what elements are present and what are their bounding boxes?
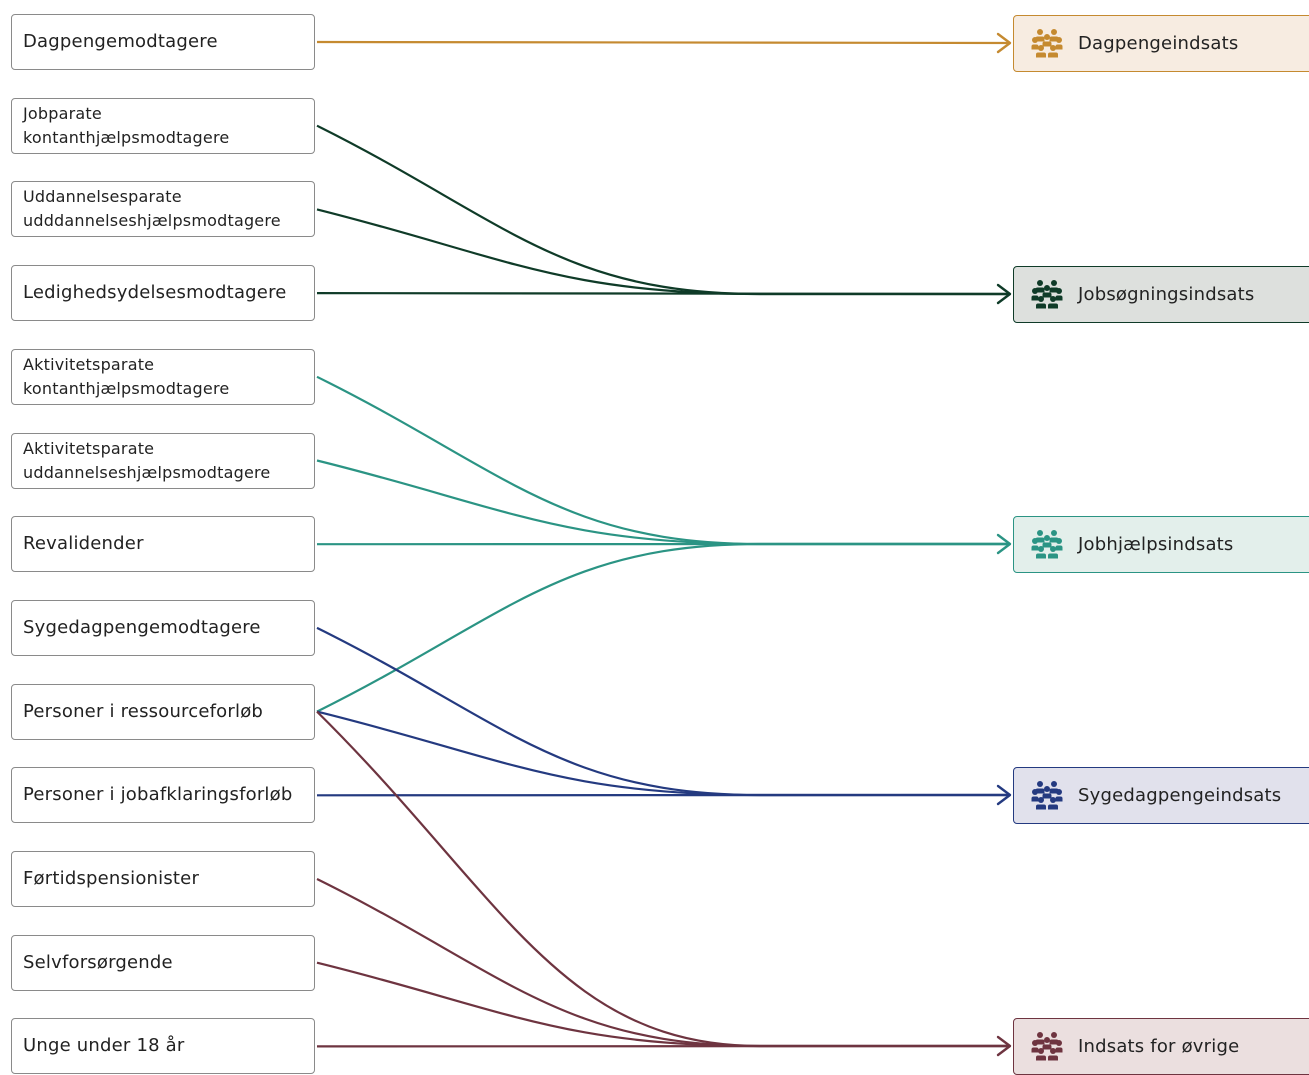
- target-label: Indsats for øvrige: [1078, 1036, 1239, 1057]
- source-label: Dagpengemodtagere: [23, 31, 218, 53]
- source-label: Unge under 18 år: [23, 1035, 185, 1057]
- connector-s9-t5: [317, 712, 1010, 1046]
- source-box-s10: Personer i jobafklaringsforløb: [11, 767, 315, 823]
- source-box-s13: Unge under 18 år: [11, 1018, 315, 1074]
- source-box-s1: Dagpengemodtagere: [11, 14, 315, 70]
- connector-s6-t3: [317, 461, 1010, 545]
- source-box-s9: Personer i ressourceforløb: [11, 684, 315, 740]
- source-label: Ledighedsydelsesmodtagere: [23, 282, 287, 304]
- source-label: Jobparate kontanthjælpsmodtagere: [23, 102, 229, 150]
- target-label: Jobsøgningsindsats: [1078, 284, 1254, 305]
- connector-s8-t4: [317, 628, 1010, 795]
- source-label: Aktivitetsparate kontanthjælpsmodtagere: [23, 353, 229, 401]
- target-box-t2: Jobsøgningsindsats: [1013, 266, 1309, 323]
- source-box-s12: Selvforsørgende: [11, 935, 315, 991]
- source-label: Sygedagpengemodtagere: [23, 617, 261, 639]
- people-group-icon: [1031, 1031, 1063, 1061]
- connector-s2-t2: [317, 126, 1010, 294]
- target-label: Dagpengeindsats: [1078, 33, 1238, 54]
- source-box-s6: Aktivitetsparate uddannelseshjælpsmodtag…: [11, 433, 315, 489]
- source-box-s4: Ledighedsydelsesmodtagere: [11, 265, 315, 321]
- source-box-s11: Førtidspensionister: [11, 851, 315, 907]
- source-box-s3: Uddannelsesparate udddannelseshjælpsmodt…: [11, 181, 315, 237]
- connector-s9-t4: [317, 712, 1010, 795]
- target-box-t1: Dagpengeindsats: [1013, 15, 1309, 72]
- source-box-s8: Sygedagpengemodtagere: [11, 600, 315, 656]
- people-group-icon: [1031, 529, 1063, 559]
- connector-s12-t5: [317, 963, 1010, 1046]
- source-label: Personer i jobafklaringsforløb: [23, 784, 292, 806]
- source-box-s5: Aktivitetsparate kontanthjælpsmodtagere: [11, 349, 315, 405]
- target-label: Jobhjælpsindsats: [1078, 534, 1234, 555]
- target-label: Sygedagpengeindsats: [1078, 785, 1281, 806]
- source-box-s7: Revalidender: [11, 516, 315, 572]
- people-group-icon: [1031, 279, 1063, 309]
- people-group-icon: [1031, 780, 1063, 810]
- people-group-icon: [1031, 28, 1063, 58]
- source-label: Uddannelsesparate udddannelseshjælpsmodt…: [23, 185, 281, 233]
- target-box-t5: Indsats for øvrige: [1013, 1018, 1309, 1075]
- source-label: Aktivitetsparate uddannelseshjælpsmodtag…: [23, 437, 270, 485]
- source-label: Førtidspensionister: [23, 868, 199, 890]
- connector-s4-t2: [317, 293, 1010, 294]
- source-box-s2: Jobparate kontanthjælpsmodtagere: [11, 98, 315, 154]
- connector-s11-t5: [317, 879, 1010, 1046]
- target-box-t4: Sygedagpengeindsats: [1013, 767, 1309, 824]
- connector-s1-t1: [317, 42, 1010, 43]
- connector-s5-t3: [317, 377, 1010, 544]
- connector-s9-t3: [317, 544, 1010, 712]
- source-label: Selvforsørgende: [23, 952, 173, 974]
- target-box-t3: Jobhjælpsindsats: [1013, 516, 1309, 573]
- source-label: Personer i ressourceforløb: [23, 701, 263, 723]
- connector-s3-t2: [317, 209, 1010, 294]
- source-label: Revalidender: [23, 533, 144, 555]
